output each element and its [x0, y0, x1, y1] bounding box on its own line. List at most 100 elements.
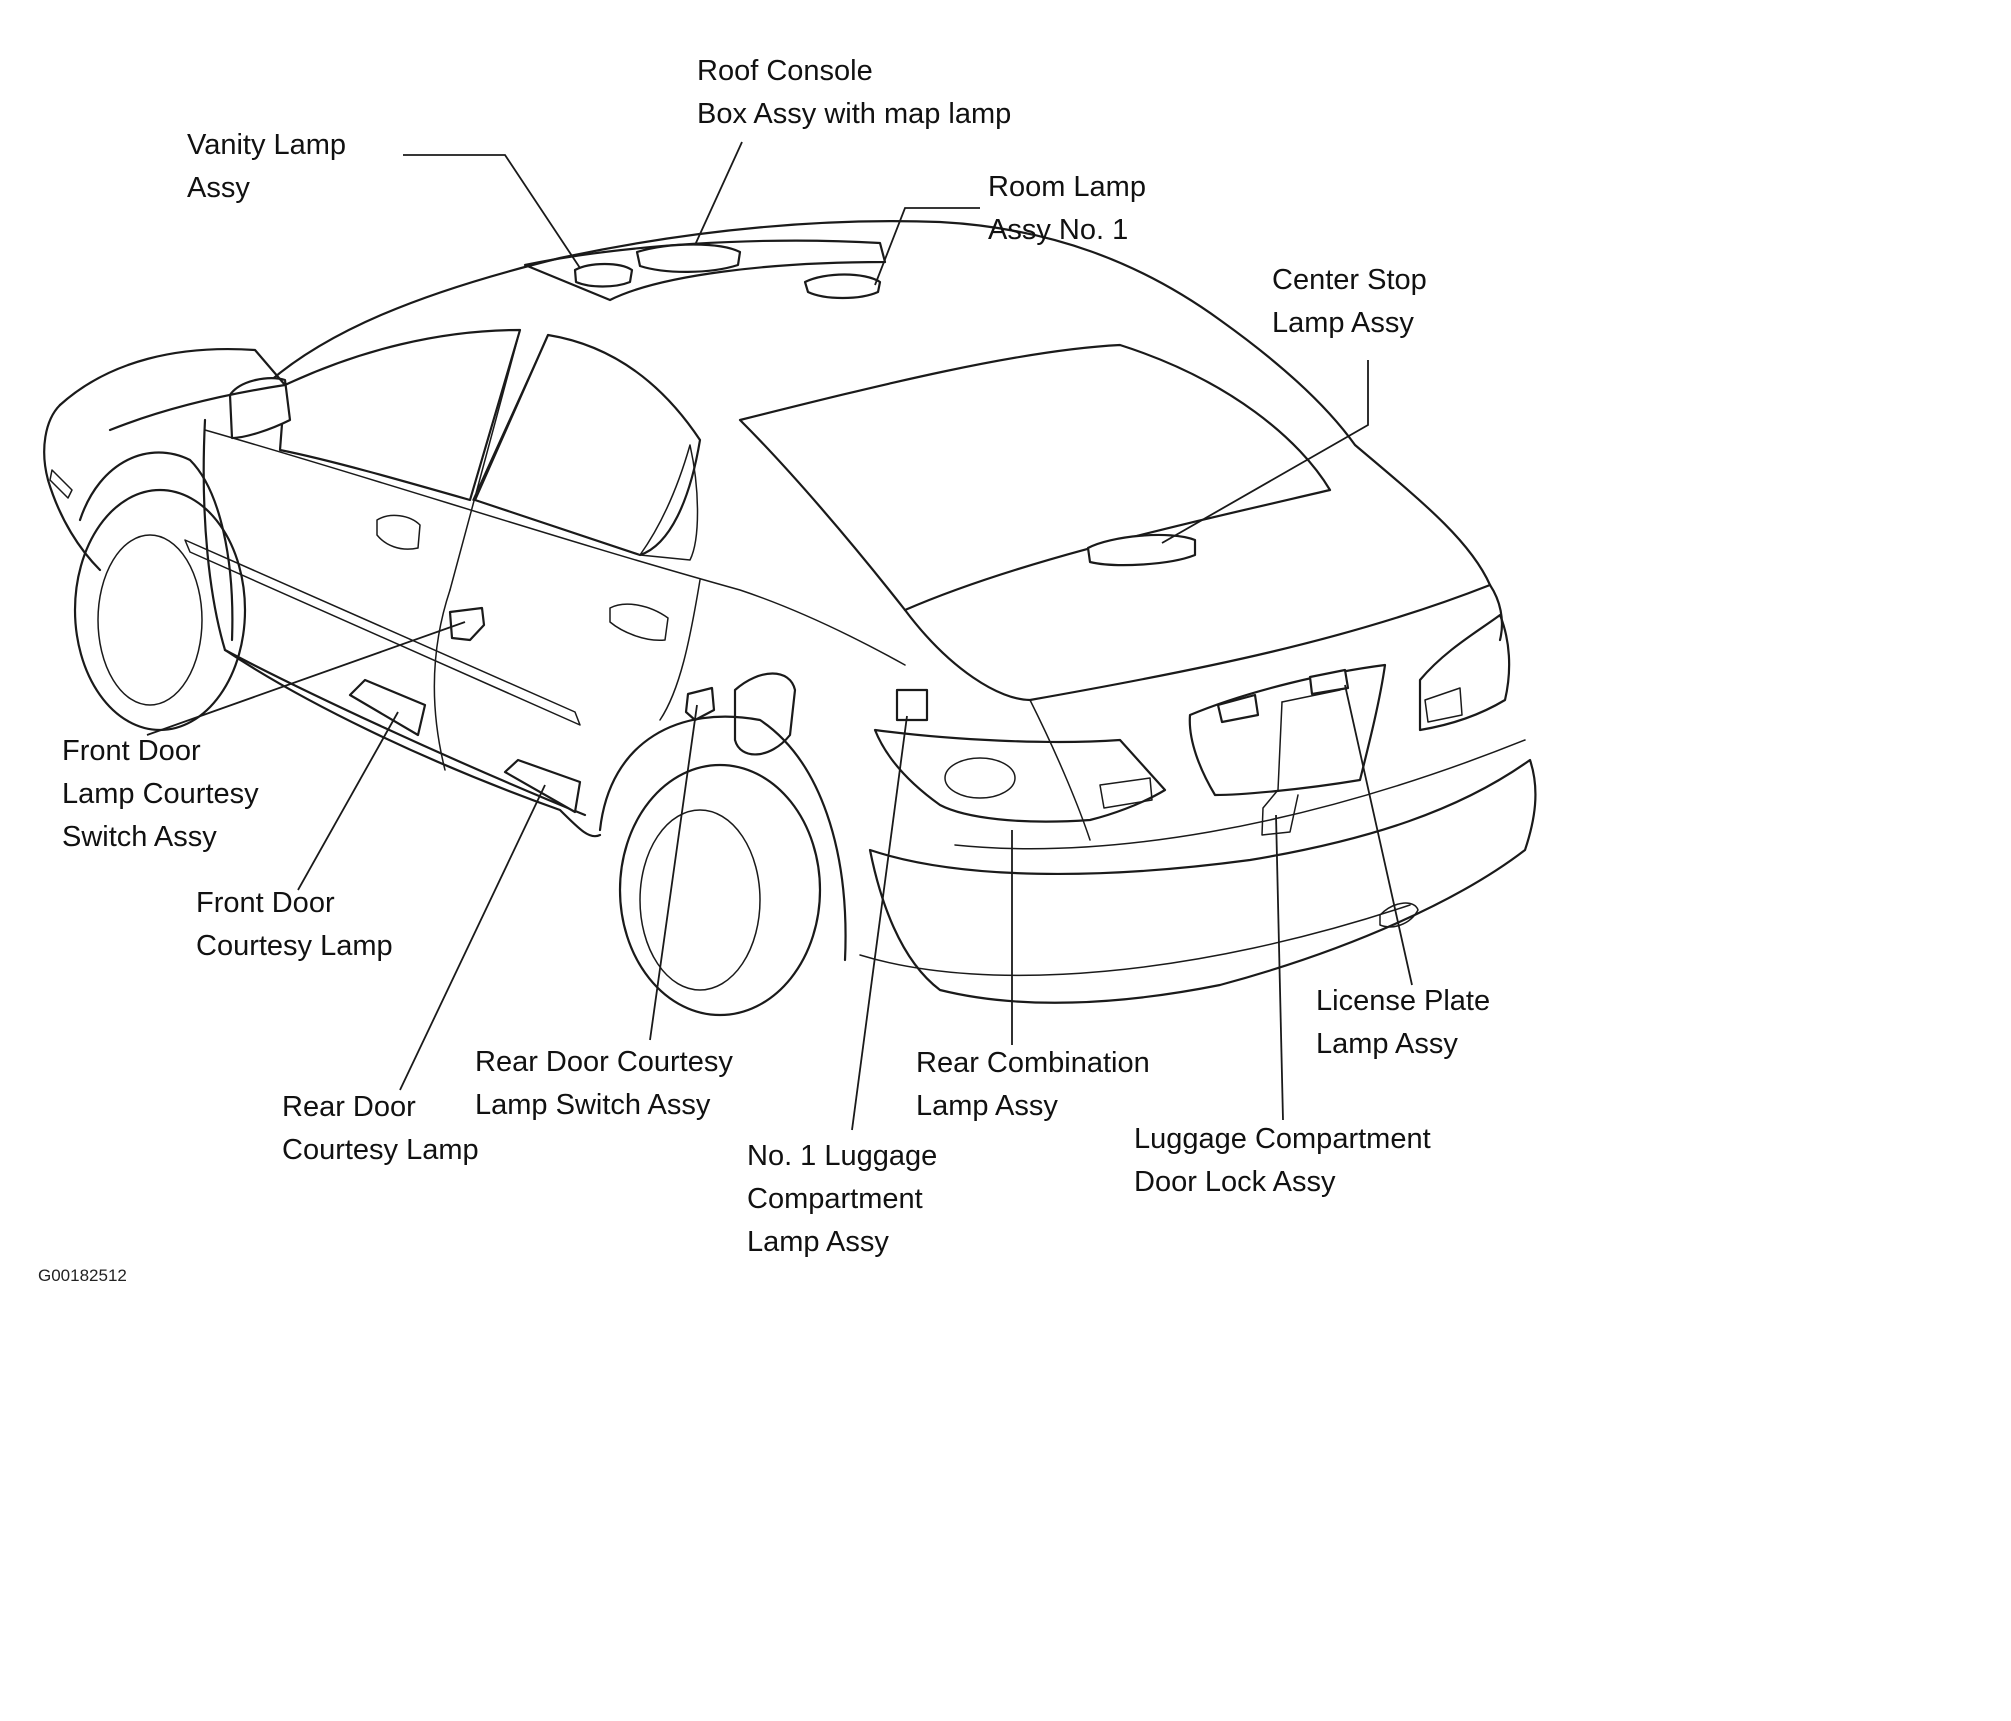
left-tail-lamp — [873, 728, 1167, 823]
label-vanity-lamp: Vanity Lamp Assy — [187, 124, 346, 210]
leader-center-stop-lamp — [1161, 360, 1369, 544]
label-license-plate-lamp: License Plate Lamp Assy — [1316, 980, 1490, 1066]
hood-outline — [58, 347, 287, 432]
label-line: Door Lock Assy — [1134, 1166, 1336, 1198]
leader-license-plate-lamp — [1344, 684, 1413, 986]
leader-front-door-switch — [146, 621, 466, 736]
label-line: Front Door — [62, 735, 201, 767]
rear-quarter-window — [639, 444, 699, 561]
label-room-lamp: Room Lamp Assy No. 1 — [988, 166, 1146, 252]
label-roof-console: Roof Console Box Assy with map lamp — [697, 50, 1011, 136]
room-lamp-part — [803, 273, 882, 300]
sunroof-outline — [523, 239, 887, 302]
front-rim — [97, 534, 203, 706]
front-marker-light — [49, 469, 73, 499]
label-line: Lamp Assy — [1316, 1028, 1458, 1060]
door-lock-rod — [1281, 689, 1341, 703]
label-front-door-courtesy-lamp: Front Door Courtesy Lamp — [196, 882, 393, 968]
front-courtesy-lamp-part — [348, 678, 427, 737]
front-wheel-arch — [78, 451, 234, 642]
label-rear-door-switch: Rear Door Courtesy Lamp Switch Assy — [475, 1041, 733, 1127]
label-line: Switch Assy — [62, 821, 217, 853]
door-lock-part — [1261, 701, 1299, 836]
left-tail-lamp-lens — [944, 757, 1016, 799]
label-line: Vanity Lamp — [187, 129, 347, 161]
rear-window — [738, 343, 1332, 612]
leader-vanity-lamp — [403, 154, 581, 269]
label-line: Lamp Courtesy — [62, 778, 259, 810]
right-tail-lamp — [1418, 613, 1511, 732]
leader-lines — [146, 141, 1413, 1131]
diagram-stage: Vanity Lamp Assy Roof Console Box Assy w… — [38, 50, 1537, 1285]
rear-door-switch-part — [684, 686, 716, 722]
rear-bumper — [868, 758, 1537, 1004]
label-line: Rear Door Courtesy — [475, 1046, 733, 1078]
label-door-lock: Luggage Compartment Door Lock Assy — [1134, 1118, 1431, 1204]
body-side-lower — [202, 418, 602, 838]
label-line: Luggage Compartment — [1134, 1123, 1431, 1155]
rear-side-window — [473, 333, 702, 557]
leader-rear-door-switch — [649, 704, 698, 1041]
luggage-lamp-part — [895, 688, 929, 722]
front-tire — [73, 488, 247, 732]
leader-luggage-lamp — [851, 715, 908, 1131]
label-line: Lamp Assy — [1272, 307, 1414, 339]
car-body — [43, 220, 1537, 1017]
label-line: Box Assy with map lamp — [697, 98, 1012, 130]
car-illustration — [43, 141, 1537, 1131]
label-line: Rear Door — [282, 1091, 416, 1123]
roof-console-part — [635, 243, 742, 273]
label-line: Room Lamp — [988, 171, 1146, 203]
front-door-switch-part — [448, 606, 486, 642]
leader-front-door-courtesy-lamp — [297, 711, 399, 891]
label-center-stop-lamp: Center Stop Lamp Assy — [1272, 259, 1427, 345]
label-line: Courtesy Lamp — [282, 1134, 479, 1166]
rear-rim — [639, 809, 761, 991]
rear-courtesy-lamp-part — [503, 758, 582, 814]
label-line: Lamp Assy — [747, 1226, 889, 1258]
label-line: Rear Combination — [916, 1047, 1150, 1079]
rocker-line — [223, 648, 587, 817]
vanity-lamp-part — [573, 262, 634, 288]
left-tail-lamp-reflector — [1099, 777, 1153, 809]
trunk-lid — [903, 583, 1504, 702]
label-front-door-switch: Front Door Lamp Courtesy Switch Assy — [62, 730, 259, 859]
center-stop-lamp-part — [1086, 533, 1197, 567]
label-line: Assy No. 1 — [988, 214, 1129, 246]
leader-room-lamp — [874, 207, 980, 286]
rear-wheel-arch — [598, 715, 847, 962]
license-plate-lamp-part — [1216, 668, 1350, 724]
front-door-seam — [433, 589, 451, 771]
label-line: Front Door — [196, 887, 335, 919]
rear-door-seam — [659, 579, 701, 721]
label-line: No. 1 Luggage — [747, 1140, 938, 1172]
label-line: Compartment — [747, 1183, 923, 1215]
front-side-window — [278, 328, 522, 502]
label-luggage-lamp: No. 1 Luggage Compartment Lamp Assy — [747, 1135, 937, 1264]
fuel-door — [733, 672, 797, 756]
rear-tire — [618, 763, 822, 1017]
label-line: Assy — [187, 172, 250, 204]
front-door-handle — [376, 514, 421, 550]
label-rear-door-courtesy-lamp: Rear Door Courtesy Lamp — [282, 1086, 479, 1172]
label-line: Lamp Assy — [916, 1090, 1058, 1122]
leader-rear-door-courtesy-lamp — [399, 784, 546, 1091]
label-line: Lamp Switch Assy — [475, 1089, 711, 1121]
label-rear-combination-lamp: Rear Combination Lamp Assy — [916, 1042, 1150, 1128]
trunk-edge — [1029, 699, 1091, 841]
rear-door-handle — [609, 603, 669, 641]
label-line: License Plate — [1316, 985, 1491, 1017]
right-tail-lamp-lens — [1424, 687, 1463, 723]
label-line: Center Stop — [1272, 264, 1427, 296]
side-mirror — [228, 377, 292, 440]
figure-code: G00182512 — [38, 1266, 127, 1285]
front-nose — [43, 403, 102, 572]
label-line: Courtesy Lamp — [196, 930, 393, 962]
bumper-crease — [954, 739, 1526, 850]
bumper-lower-line — [859, 904, 1411, 977]
leader-roof-console — [694, 141, 743, 246]
belt-line — [204, 429, 906, 666]
license-plate-recess — [1188, 663, 1387, 797]
leader-door-lock — [1275, 814, 1284, 1121]
side-molding — [184, 539, 581, 726]
